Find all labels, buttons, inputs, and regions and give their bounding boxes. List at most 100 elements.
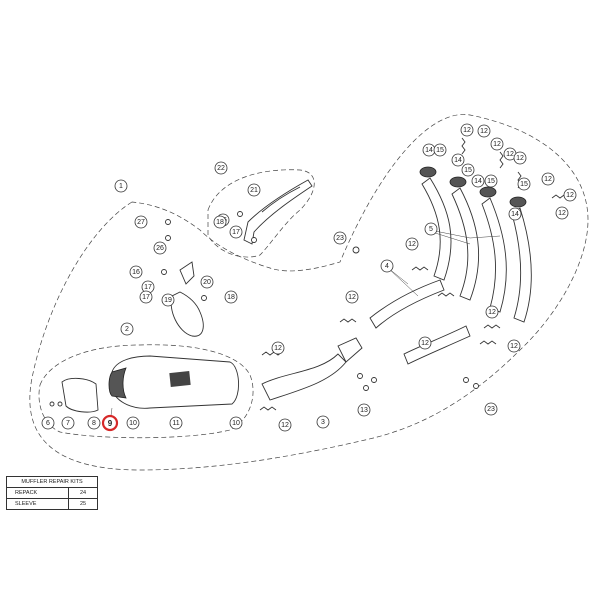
kit-label: REPACK	[6, 487, 69, 499]
callout-circle	[101, 414, 119, 432]
callout-circle	[563, 188, 577, 202]
hanger-bracket-part	[179, 261, 195, 285]
mid-pipe-lower	[403, 325, 471, 365]
callout-circle	[214, 161, 228, 175]
callout-label: 12	[463, 127, 471, 134]
washer-part	[251, 237, 257, 243]
callout-circle	[471, 174, 485, 188]
header-pipe-1	[421, 177, 452, 281]
callout-label: 15	[520, 181, 528, 188]
header-pipe-4	[511, 207, 532, 323]
muffler-group-outline	[38, 344, 254, 439]
callout-label: 14	[425, 147, 433, 154]
callout-label: 9	[108, 419, 113, 428]
callout-circle	[114, 179, 128, 193]
callout: 13	[357, 403, 371, 417]
callout-circle	[316, 415, 330, 429]
callout-label: 1	[119, 183, 123, 190]
kit-number: 25	[68, 498, 98, 510]
spring-part	[479, 340, 497, 345]
spring-part	[259, 406, 277, 411]
callout-label: 4	[385, 263, 389, 270]
bracket-part	[243, 179, 313, 245]
callout-label: 18	[227, 294, 235, 301]
callout: 15	[461, 163, 475, 177]
kit-table-title: MUFFLER REPAIR KITS	[6, 476, 98, 488]
callout-circle	[271, 341, 285, 355]
callout-label: 26	[156, 245, 164, 252]
callout: 23	[484, 402, 498, 416]
callout-label: 12	[544, 176, 552, 183]
callout: 12	[477, 124, 491, 138]
header-pipe-2	[451, 187, 480, 301]
callout-label: 12	[506, 151, 514, 158]
callout-label: 12	[510, 343, 518, 350]
callout-circle	[517, 177, 531, 191]
link-pipe-bend	[337, 337, 363, 363]
callout-circle	[134, 215, 148, 229]
callout-label: 14	[511, 211, 519, 218]
callout-label: 8	[92, 420, 96, 427]
callout-circle	[424, 222, 438, 236]
spring-part	[411, 266, 429, 271]
callout: 7	[61, 416, 75, 430]
spring-part	[437, 292, 455, 297]
callout-label: 23	[487, 406, 495, 413]
callout-label: 10	[232, 420, 240, 427]
callout-label: 14	[454, 157, 462, 164]
callout-circle	[333, 231, 347, 245]
callout-circle	[61, 416, 75, 430]
callout: 12	[460, 123, 474, 137]
callout-label: 19	[164, 297, 172, 304]
muffler-end-cap	[108, 367, 127, 399]
callout-label: 2	[125, 326, 129, 333]
callout-circle	[224, 290, 238, 304]
spring-part	[461, 137, 466, 155]
callout-label: 12	[281, 422, 289, 429]
callout-circle	[380, 259, 394, 273]
header-pipe-3	[481, 197, 507, 313]
system-group-outline	[29, 114, 589, 471]
callout-label: 12	[566, 192, 574, 199]
callout-label: 12	[488, 309, 496, 316]
callout-circle	[460, 123, 474, 137]
callout: 21	[247, 183, 261, 197]
callout-circle	[169, 416, 183, 430]
callout-circle	[345, 290, 359, 304]
callout-circle	[451, 153, 465, 167]
callout: 23	[333, 231, 347, 245]
callout: 26	[153, 241, 167, 255]
callout-circle	[139, 290, 153, 304]
callout-label: 11	[172, 420, 179, 427]
callout: 12	[563, 188, 577, 202]
callout: 5	[424, 222, 438, 236]
bracket-slot	[261, 186, 301, 213]
washer-part	[357, 373, 363, 379]
callout-circle	[433, 143, 447, 157]
callout-circle	[485, 305, 499, 319]
callout-circle	[541, 172, 555, 186]
mid-pipe-upper	[369, 279, 445, 329]
spring-part	[339, 318, 357, 323]
callout: 12	[555, 206, 569, 220]
callout-circle	[490, 137, 504, 151]
callout: 10	[229, 416, 243, 430]
callout: 22	[214, 161, 228, 175]
callout-label: 16	[132, 269, 140, 276]
callout-circle	[247, 183, 261, 197]
callout: 12	[271, 341, 285, 355]
callout-circle	[41, 416, 55, 430]
callout-circle	[229, 225, 243, 239]
washer-part	[463, 377, 469, 383]
callout: 14	[508, 207, 522, 221]
callout-label: 17	[144, 284, 152, 291]
muffler-tip	[61, 377, 99, 413]
callout-circle	[129, 265, 143, 279]
callout-label: 7	[66, 420, 70, 427]
washer-part	[237, 211, 243, 217]
callout: 4	[380, 259, 394, 273]
callout: 12	[490, 137, 504, 151]
callout: 17	[229, 225, 243, 239]
callout-circle	[200, 275, 214, 289]
